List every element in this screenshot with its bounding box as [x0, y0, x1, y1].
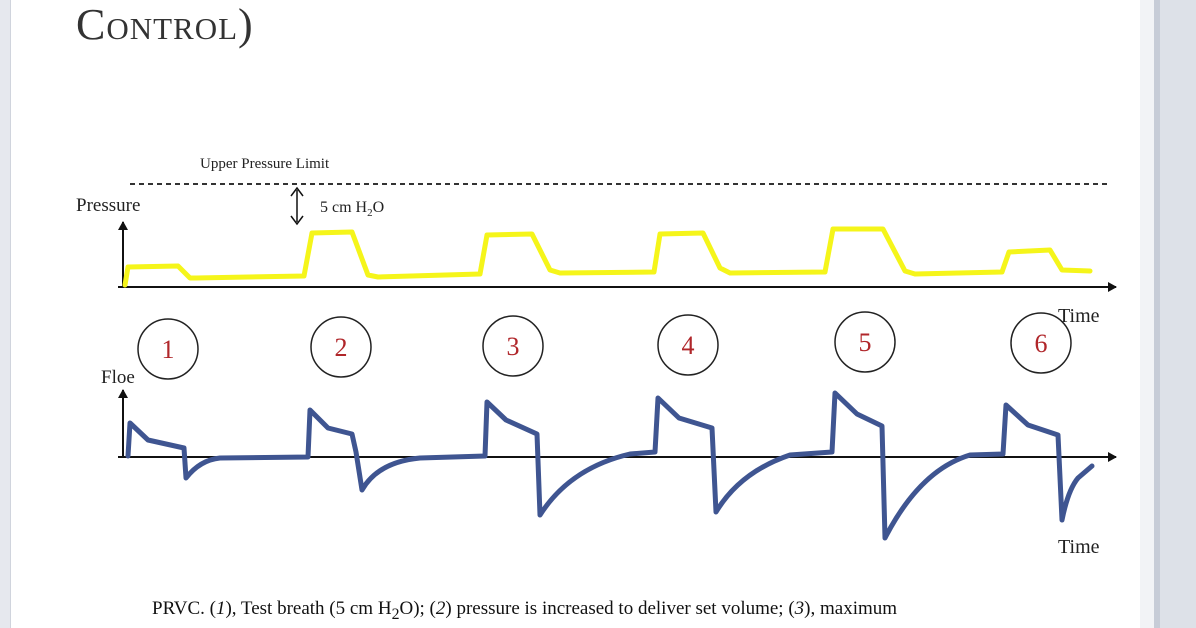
breath-marker-3: 3	[482, 315, 544, 377]
slide-title: Control)	[76, 0, 254, 49]
breath-marker-4: 4	[657, 314, 719, 376]
flow-time-label: Time	[1058, 536, 1100, 558]
svg-text:3: 3	[507, 332, 520, 361]
pressure-trace	[122, 226, 1093, 288]
svg-text:1: 1	[162, 335, 175, 364]
breath-marker-1: 1	[137, 318, 199, 380]
margin-arrow-up-icon	[290, 186, 304, 197]
flow-axis-label: Floe	[101, 367, 135, 388]
slide-left-border	[0, 0, 11, 628]
breath-marker-5: 5	[834, 311, 896, 373]
svg-text:4: 4	[682, 331, 695, 360]
prvc-waveform-diagram: Upper Pressure Limit 5 cm H2O Pressure T…	[76, 156, 1117, 558]
margin-label: 5 cm H2O	[320, 199, 384, 219]
pressure-time-label: Time	[1058, 305, 1100, 327]
figure-caption: PRVC. (1), Test breath (5 cm H2O); (2) p…	[152, 598, 898, 623]
svg-text:6: 6	[1035, 329, 1048, 358]
margin-arrow-down-icon	[290, 215, 304, 226]
svg-text:5: 5	[859, 328, 872, 357]
slide-right-border	[1140, 0, 1196, 628]
svg-text:2: 2	[335, 333, 348, 362]
upper-pressure-limit-label: Upper Pressure Limit	[200, 156, 330, 172]
flow-trace	[125, 390, 1095, 541]
pressure-axis-label: Pressure	[76, 195, 140, 216]
breath-marker-6: 6	[1010, 312, 1072, 374]
breath-marker-2: 2	[310, 316, 372, 378]
